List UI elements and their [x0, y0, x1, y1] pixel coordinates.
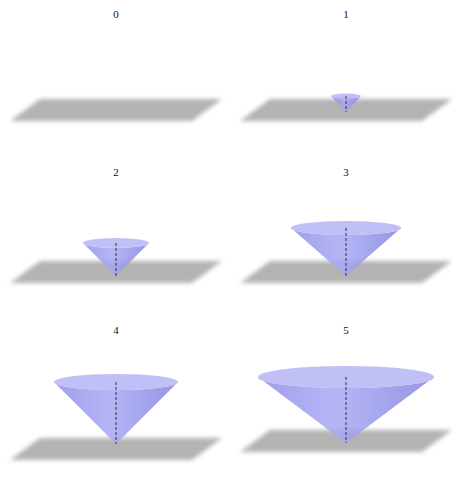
- cone-axis: [116, 382, 117, 444]
- cone: [331, 94, 361, 113]
- panel-number: 3: [343, 166, 349, 178]
- cone-surface: [331, 96, 361, 112]
- panel-number: 1: [343, 8, 349, 20]
- panel-number: 0: [113, 8, 119, 20]
- cone: [258, 366, 434, 443]
- cone-surface: [291, 228, 401, 276]
- cone-axis: [346, 377, 347, 443]
- panel-number: 2: [113, 166, 119, 178]
- cone-surface: [54, 382, 178, 444]
- ground-plane: [10, 99, 222, 121]
- cone-axis: [116, 243, 117, 276]
- cone: [83, 238, 149, 276]
- cone-axis: [346, 228, 347, 276]
- cones: [54, 94, 434, 445]
- cone: [54, 374, 178, 444]
- planes: [10, 99, 452, 460]
- cone-axis: [346, 96, 347, 112]
- cone: [291, 221, 401, 276]
- panel-number: 4: [113, 324, 119, 336]
- panel-number: 5: [343, 324, 349, 336]
